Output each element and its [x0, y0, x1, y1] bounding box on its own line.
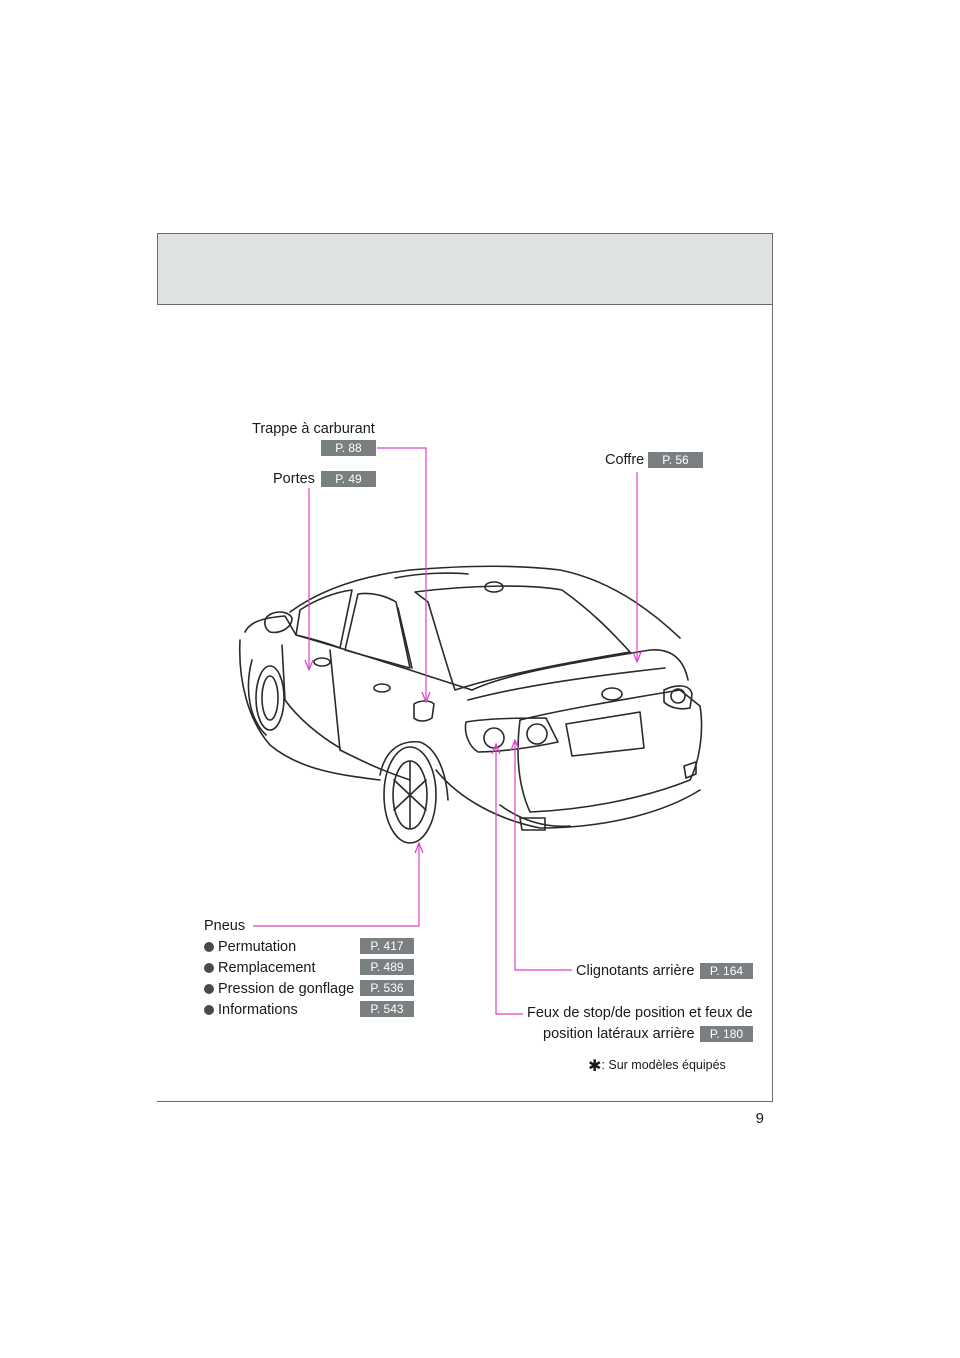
label-rear-turn-signals: Clignotants arrière: [576, 963, 695, 979]
leader-fuel-door: [377, 447, 427, 700]
tires-item: Informations: [204, 1001, 298, 1019]
page-ref-replacement[interactable]: P. 489: [360, 959, 414, 975]
page-ref-inflation[interactable]: P. 536: [360, 980, 414, 996]
page-ref-fuel-door[interactable]: P. 88: [321, 440, 376, 456]
leader-rear-turn-signals: [514, 742, 572, 971]
footnote: ✱: Sur modèles équipés: [588, 1056, 726, 1076]
bullet-icon: [204, 1005, 214, 1015]
tires-item: Remplacement: [204, 959, 316, 977]
label-fuel-door: Trappe à carburant: [252, 421, 375, 437]
page-ref-information[interactable]: P. 543: [360, 1001, 414, 1017]
footnote-text: : Sur modèles équipés: [601, 1058, 726, 1072]
arrow-trunk: [632, 651, 642, 664]
arrow-rear-turn-signals: [510, 738, 520, 751]
arrow-stop-lights: [491, 742, 501, 755]
bullet-icon: [204, 942, 214, 952]
tires-item-label: Remplacement: [218, 960, 316, 976]
bullet-icon: [204, 984, 214, 994]
header-band: [157, 233, 773, 305]
tires-item-label: Permutation: [218, 939, 297, 955]
page-ref-rotation[interactable]: P. 417: [360, 938, 414, 954]
label-tires: Pneus: [204, 918, 246, 934]
page-ref-stop-lights[interactable]: P. 180: [700, 1026, 753, 1042]
asterisk-icon: ✱: [588, 1058, 602, 1075]
leader-stop-lights: [495, 746, 523, 1015]
label-doors: Portes: [273, 471, 315, 487]
label-stop-lights-line2: position latéraux arrière: [543, 1026, 695, 1042]
arrow-fuel-door: [421, 691, 431, 704]
frame-right-border: [772, 305, 773, 1102]
bullet-icon: [204, 963, 214, 973]
page-number: 9: [755, 1110, 764, 1127]
tires-item-label: Pression de gonflage: [218, 981, 355, 997]
arrow-tires: [414, 841, 424, 854]
frame-bottom-border: [157, 1101, 773, 1102]
tires-item-label: Informations: [218, 1002, 298, 1018]
page-ref-trunk[interactable]: P. 56: [648, 452, 703, 468]
label-stop-lights-line1: Feux de stop/de position et feux de: [527, 1005, 753, 1021]
tires-item: Permutation: [204, 938, 296, 956]
leader-tires: [253, 845, 420, 927]
page-ref-rear-turn-signals[interactable]: P. 164: [700, 963, 753, 979]
label-trunk: Coffre: [605, 452, 645, 468]
tires-item: Pression de gonflage: [204, 980, 354, 998]
arrow-doors: [304, 659, 314, 672]
page-ref-doors[interactable]: P. 49: [321, 471, 376, 487]
